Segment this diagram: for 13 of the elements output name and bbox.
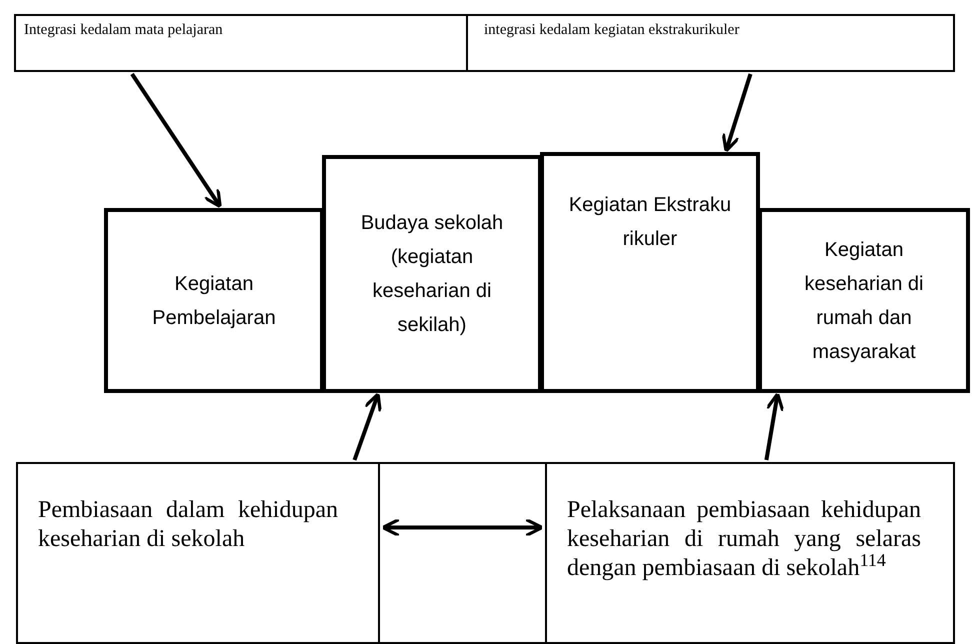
arrow — [381, 518, 544, 538]
text-box: Pembiasaan dalam kehidupan keseharian di sekolah — [16, 462, 380, 644]
text-box: integrasi kedalam kegiatan ekstrakurikuler — [468, 14, 955, 72]
activity-box: Kegiatan Ekstrakurikuler — [540, 152, 760, 393]
activity-box: Kegiatan keseharian di rumah dan masyarakat — [758, 208, 970, 393]
activity-box: Budaya sekolah (kegiatan keseharian di sekilah) — [322, 155, 542, 393]
text-box: Pelaksanaan pembiasaan kehidupan keseharian di rumah yang selaras dengan pembiasaan di sekolah$^{114}$ — [545, 462, 955, 644]
activity-box: Kegiatan Pembelajaran — [104, 208, 324, 393]
arrow — [722, 73, 752, 153]
arrow — [352, 392, 382, 461]
text-box: Integrasi kedalam mata pelajaran — [14, 14, 468, 72]
arrow — [130, 72, 222, 208]
arrow — [764, 392, 784, 460]
